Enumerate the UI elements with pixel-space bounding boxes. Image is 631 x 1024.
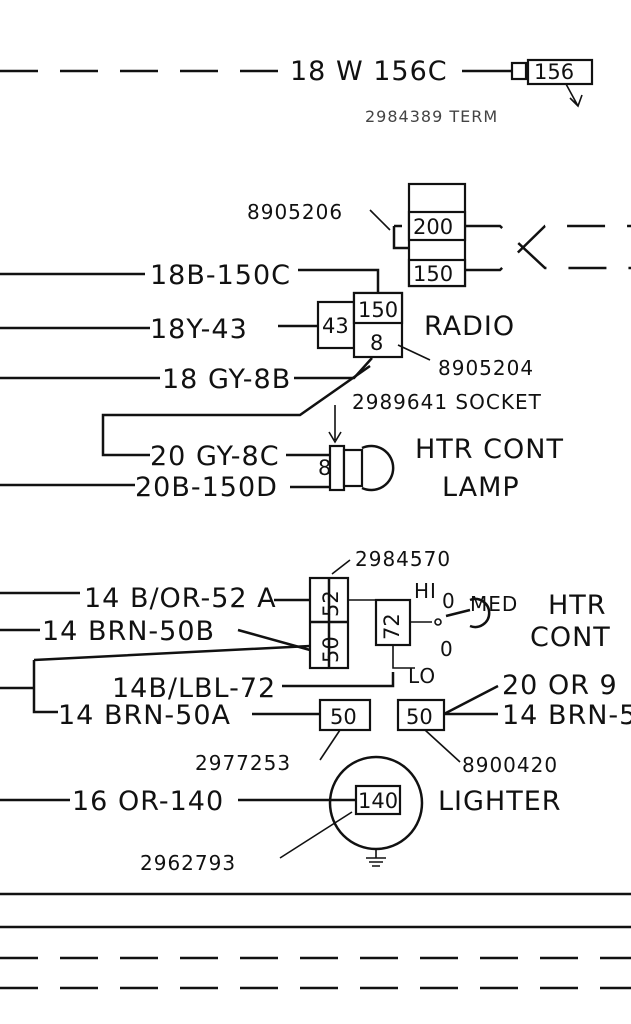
wire-label-150c: 18B-150C xyxy=(150,260,291,291)
terminal-label-150-top: 150 xyxy=(413,262,453,286)
component-htr-cont-lamp-line1: HTR CONT xyxy=(415,434,564,465)
part-number-2984389: 2984389 TERM xyxy=(365,107,498,126)
terminal-150-top xyxy=(407,258,467,288)
switch-label-hi: HI xyxy=(414,579,437,603)
terminal-label-156: 156 xyxy=(534,60,574,84)
wire-label-150d: 20B-150D xyxy=(135,472,278,503)
wire-label-50b: 14 BRN-50B xyxy=(42,616,215,647)
terminal-label-50-left: 50 xyxy=(330,705,357,729)
terminal-50-left xyxy=(318,698,372,732)
terminal-label-150-radio: 150 xyxy=(358,298,398,322)
wire-156c xyxy=(0,58,594,108)
part-number-8905206: 8905206 xyxy=(247,200,343,224)
splice-50-row xyxy=(252,684,499,763)
part-number-8905204: 8905204 xyxy=(438,356,534,380)
switch-label-off-1: 0 xyxy=(442,589,456,613)
terminal-200 xyxy=(407,210,467,242)
wire-label-8c: 20 GY-8C xyxy=(150,441,280,472)
switch-label-lo: LO xyxy=(408,664,436,688)
component-htr-cont-line2: CONT xyxy=(530,622,611,653)
terminal-label-8: 8 xyxy=(370,331,383,355)
switch-label-off-2: 0 xyxy=(440,637,454,661)
terminal-156 xyxy=(526,58,594,86)
switch-label-med: MED xyxy=(470,592,518,616)
wire-label-brn5: 14 BRN-5 xyxy=(502,700,631,731)
terminal-label-72: 72 xyxy=(380,613,404,640)
wire-label-156c: 18 W 156C xyxy=(290,56,448,87)
wire-label-or9: 20 OR 9 xyxy=(502,670,618,701)
terminal-label-52: 52 xyxy=(319,590,343,617)
part-number-8900420: 8900420 xyxy=(462,753,558,777)
htr-cont-switch xyxy=(0,559,491,714)
part-number-2977253: 2977253 xyxy=(195,751,291,775)
terminal-label-8-lamp: 8 xyxy=(318,456,331,480)
component-htr-cont-line1: HTR xyxy=(548,590,607,621)
terminal-label-140: 140 xyxy=(358,789,398,813)
part-number-2962793: 2962793 xyxy=(140,851,236,875)
wire-label-50a: 14 BRN-50A xyxy=(58,700,231,731)
connector-block-200-150 xyxy=(369,182,631,288)
terminal-140 xyxy=(354,784,402,816)
part-number-2989641: 2989641 SOCKET xyxy=(352,390,542,414)
htr-cont-lamp xyxy=(0,364,395,492)
component-htr-cont-lamp-line2: LAMP xyxy=(442,472,520,503)
terminal-label-50: 50 xyxy=(319,636,343,663)
wire-150c xyxy=(0,268,380,295)
wire-label-8b: 18 GY-8B xyxy=(162,364,291,395)
radio-connector xyxy=(0,291,431,380)
component-radio: RADIO xyxy=(424,311,515,342)
wire-label-52a: 14 B/OR-52 A xyxy=(84,583,277,614)
terminal-150-radio xyxy=(352,291,404,325)
wire-label-140: 16 OR-140 xyxy=(72,786,224,817)
connector-plug xyxy=(510,61,528,81)
wire-label-72: 14B/LBL-72 xyxy=(112,673,276,704)
terminal-label-50-right: 50 xyxy=(406,705,433,729)
lighter xyxy=(0,755,424,867)
part-number-2984570: 2984570 xyxy=(355,547,451,571)
terminal-label-43: 43 xyxy=(322,314,349,338)
bottom-harness-lines xyxy=(0,892,631,990)
terminal-label-200: 200 xyxy=(413,215,453,239)
wire-label-43: 18Y-43 xyxy=(150,314,248,345)
component-lighter: LIGHTER xyxy=(438,786,562,817)
